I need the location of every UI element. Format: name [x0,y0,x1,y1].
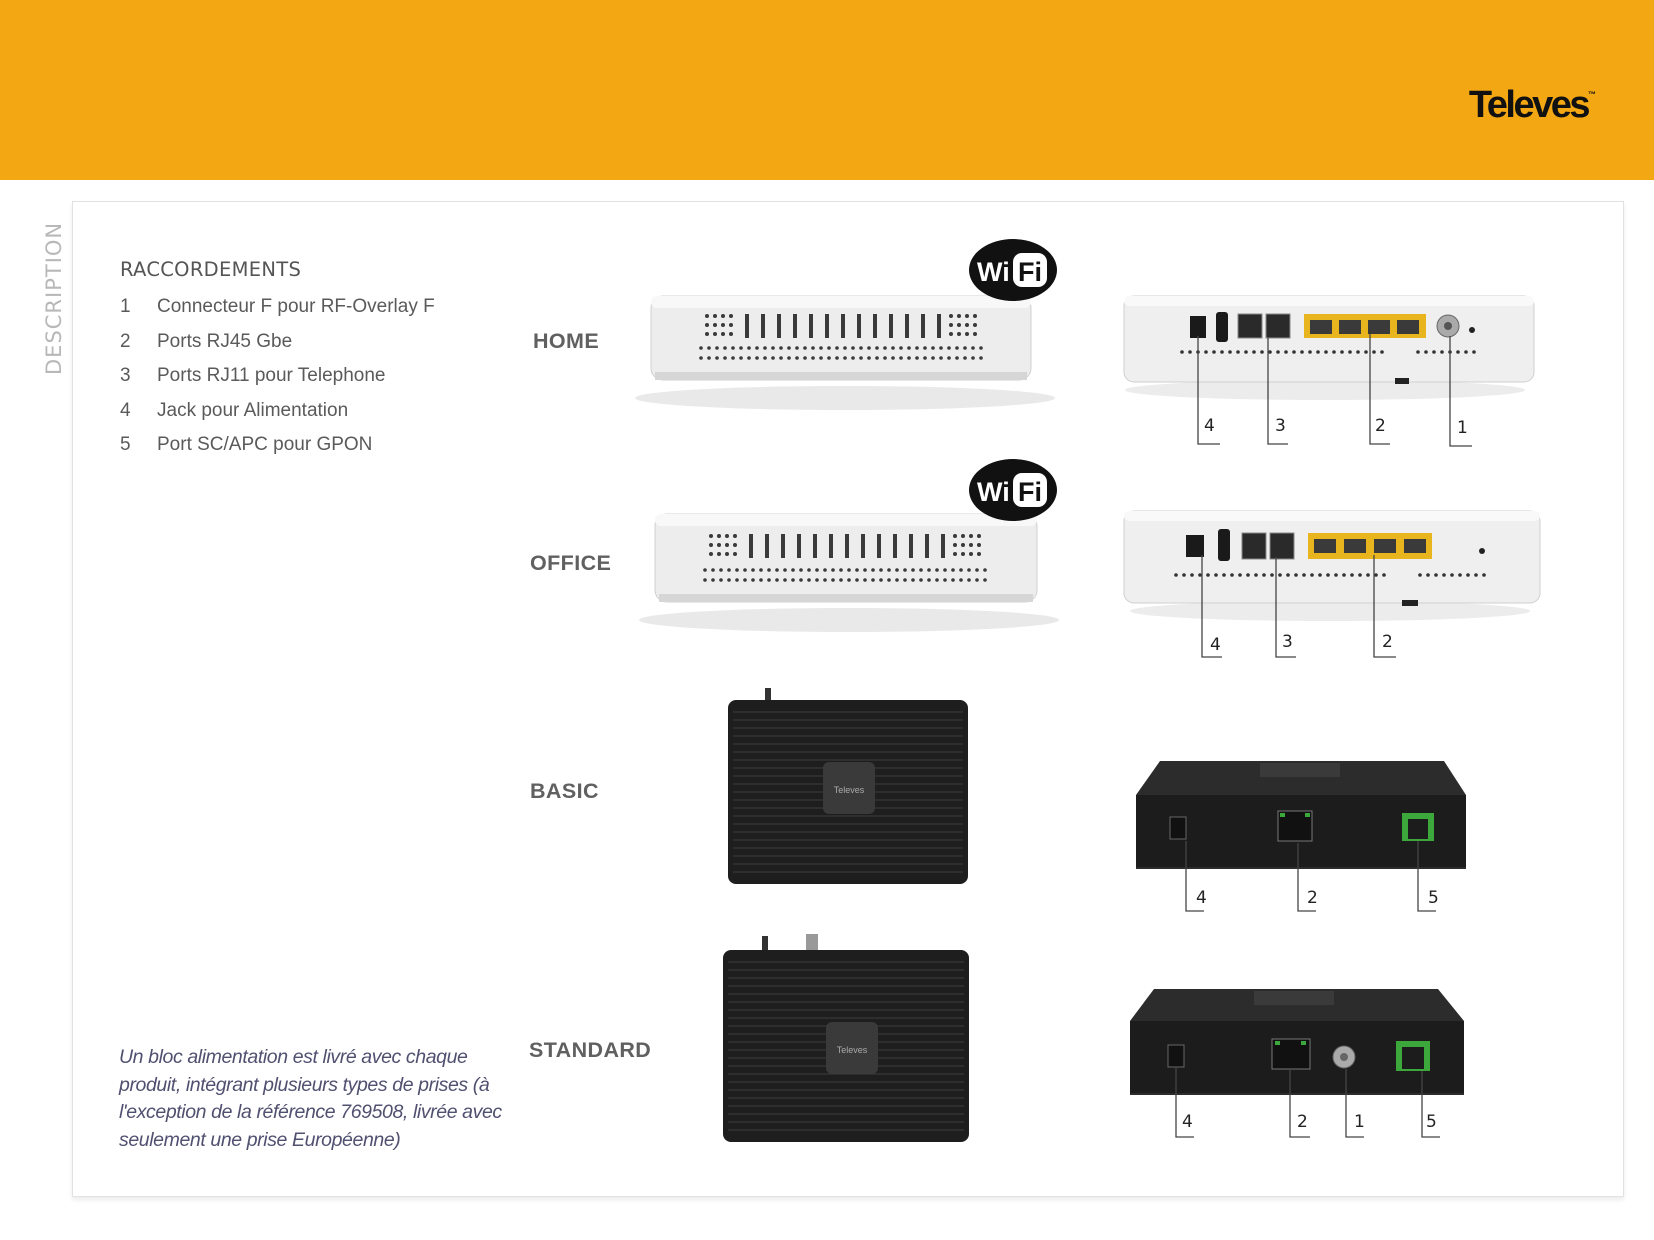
model-label-standard: STANDARD [529,1038,652,1062]
office-back-image [1123,510,1541,658]
standard-callout-1: 1 [1354,1112,1365,1132]
home-callout-1: 1 [1457,418,1468,438]
home-front-image: Wi Fi [635,239,1057,410]
standard-front-image: Televes [723,934,969,1142]
model-label-office: OFFICE [530,551,612,575]
side-label: DESCRIPTION [42,221,66,375]
home-callout-2: 2 [1375,416,1386,436]
model-label-home: HOME [533,329,600,353]
basic-callout-4: 4 [1196,888,1207,908]
standard-callout-2: 2 [1297,1112,1308,1132]
basic-front-image: Televes [728,688,968,884]
basic-back-image [1136,761,1466,912]
device-badge: Televes [837,1045,868,1055]
model-label-basic: BASIC [530,779,599,803]
office-front-image: Wi Fi [639,459,1059,632]
svg-text:Wi: Wi [977,257,1010,287]
power-supply-note: Un bloc alimentation est livré avec chaq… [119,1046,502,1151]
televes-logo: Televes™ [1468,84,1596,126]
basic-callout-5: 5 [1428,888,1439,908]
connections-title: RACCORDEMENTS [120,258,302,281]
basic-callout-2: 2 [1307,888,1318,908]
wifi-logo: Wi Fi [969,459,1057,521]
svg-text:Wi: Wi [977,477,1010,507]
office-callout-2: 2 [1382,632,1393,652]
svg-text:Fi: Fi [1018,257,1042,287]
home-back-image [1123,295,1535,447]
svg-text:Fi: Fi [1018,477,1042,507]
standard-back-image [1130,989,1464,1138]
office-callout-4: 4 [1210,635,1221,655]
home-callout-3: 3 [1275,416,1286,436]
device-badge: Televes [834,785,865,795]
standard-callout-4: 4 [1182,1112,1193,1132]
home-callout-4: 4 [1204,416,1215,436]
wifi-logo: Wi Fi [969,239,1057,301]
header-bar: Televes™ [0,0,1654,180]
office-callout-3: 3 [1282,632,1293,652]
standard-callout-5: 5 [1426,1112,1437,1132]
